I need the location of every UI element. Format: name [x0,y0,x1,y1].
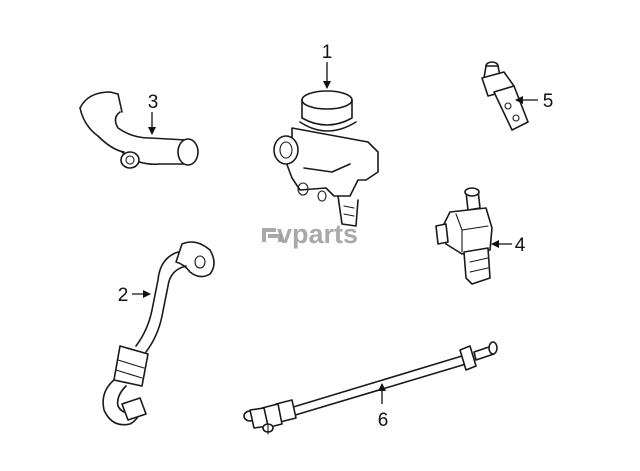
callout-label-1: 1 [322,42,333,63]
part-3-hose[interactable] [79,91,199,169]
callout-5: 5 [515,91,554,112]
part-1-egr-valve[interactable] [273,90,379,227]
callout-label-4: 4 [515,235,526,256]
callout-label-5: 5 [543,91,554,112]
watermark: vparts [262,219,358,249]
part-4-sensor[interactable] [435,187,493,285]
callout-label-3: 3 [148,92,159,113]
part-6-pipe[interactable] [243,341,498,435]
part-2-tube[interactable] [102,241,215,426]
watermark-logo-mark [262,228,282,242]
callout-3: 3 [148,92,159,135]
callout-6: 6 [378,383,389,431]
watermark-text: vparts [277,219,358,249]
callout-1: 1 [322,42,333,89]
callout-label-6: 6 [378,410,389,431]
callout-2: 2 [118,285,151,306]
callout-label-2: 2 [118,285,129,306]
callout-4: 4 [491,235,526,256]
part-5-sensor[interactable] [481,61,529,131]
